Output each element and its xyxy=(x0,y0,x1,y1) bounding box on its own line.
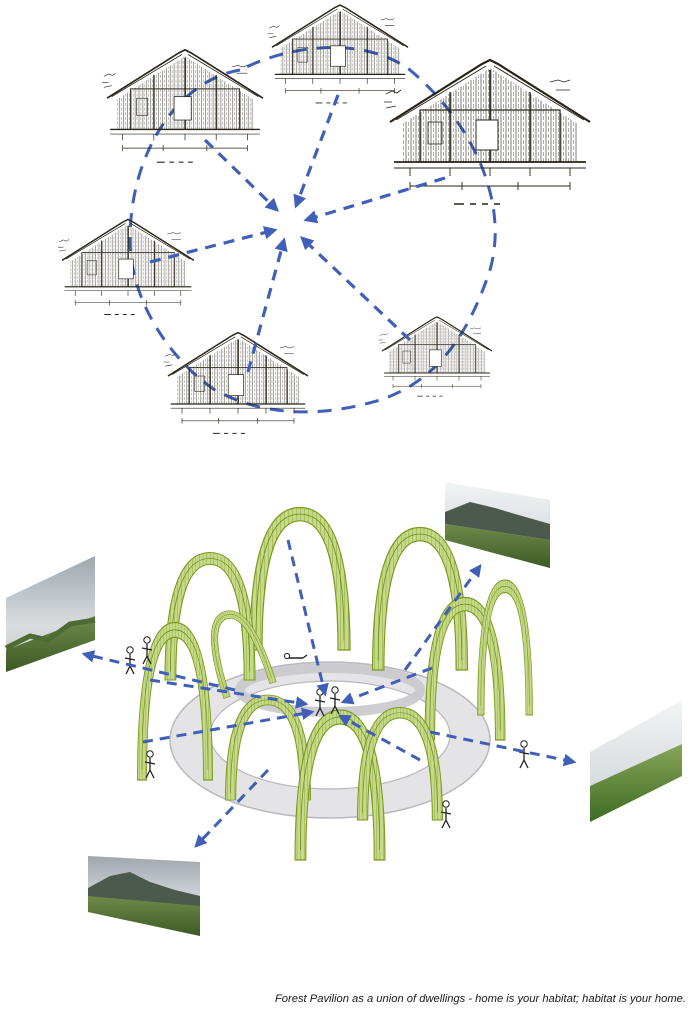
landscape-photo-top-right xyxy=(445,482,550,568)
figure-reclining xyxy=(283,652,308,660)
arrow-from-upper-left xyxy=(203,138,279,212)
converging-arrows xyxy=(149,94,446,373)
house-sketch-bottom-right xyxy=(378,316,493,397)
pavilion-arrows xyxy=(81,539,577,848)
house-sketch-top xyxy=(267,4,409,104)
figure-caption: Forest Pavilion as a union of dwellings … xyxy=(274,993,686,1005)
arrow-from-middle-left xyxy=(149,226,278,264)
pavilion-diagram xyxy=(4,482,682,936)
house-sketch-middle-left xyxy=(57,218,195,316)
landscape-photo-bottom xyxy=(88,856,200,936)
arrow-from-upper-right xyxy=(303,176,446,224)
dwellings-diagram xyxy=(57,4,592,435)
arrow-in-top xyxy=(286,539,329,697)
arrow-out-top-right-photo xyxy=(403,563,482,671)
landscape-photo-left xyxy=(4,556,96,672)
arrow-out-right-photo xyxy=(429,730,577,767)
landscape-photo-right xyxy=(590,700,682,822)
arrow-from-bottom-right xyxy=(300,236,412,342)
arrow-in-left xyxy=(149,678,309,709)
house-sketch-upper-left xyxy=(101,48,264,164)
house-sketch-upper-right xyxy=(382,58,592,206)
house-sketch-bottom-left xyxy=(163,331,309,435)
arrow-out-left-photo xyxy=(81,650,236,692)
dashed-circle-path xyxy=(128,46,497,414)
figure-right xyxy=(518,740,530,769)
arrow-from-bottom-left xyxy=(246,237,288,373)
arrow-out-bottom-photo xyxy=(194,768,270,848)
arrow-in-lower-right xyxy=(337,714,421,762)
arrow-in-lower-left xyxy=(142,707,315,744)
arrow-from-top xyxy=(293,94,340,209)
figure-left-upper xyxy=(124,646,136,675)
